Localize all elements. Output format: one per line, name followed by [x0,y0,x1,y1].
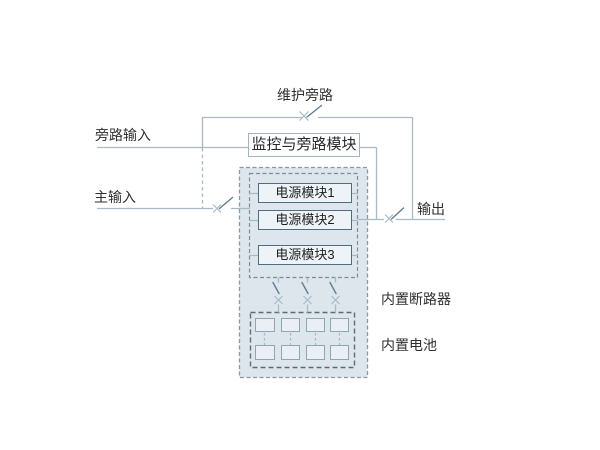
module-stubs-right [352,192,358,257]
main-input-label: 主输入 [94,189,136,205]
maintenance-switch-x-icon [299,111,309,121]
builtin-battery-label: 内置电池 [381,337,437,353]
battery-cell [281,318,300,332]
monitoring-bypass-module-box: 监控与旁路模块 [248,133,360,157]
breaker-1-x-icon [274,295,283,305]
output-switch-blade-icon [390,207,405,220]
power-module-3-box: 电源模块3 [258,245,352,265]
battery-cell [330,345,349,360]
breaker-2-x-icon [303,295,312,305]
breaker-1-blade-icon [272,281,280,295]
breaker-3-blade-icon [329,281,337,295]
output-label: 输出 [417,201,445,217]
maintenance-bypass-label: 维护旁路 [277,87,333,103]
breaker-2-blade-icon [301,281,309,295]
output-switch-x-icon [384,214,394,223]
battery-cell [255,318,275,332]
main-input-switch-x-icon [212,204,222,213]
maintenance-switch-blade-icon [306,104,323,118]
monitor-output-link [360,146,378,220]
main-input-switch-blade-icon [218,196,234,210]
power-module-2-box: 电源模块2 [258,210,352,230]
breaker-3-x-icon [331,295,340,305]
battery-cell [281,345,300,360]
battery-group-box [249,311,356,369]
bypass-input-label: 旁路输入 [95,127,151,143]
builtin-breakers-label: 内置断路器 [381,291,451,307]
battery-links [263,333,341,345]
battery-cell [330,318,349,332]
module-stubs-left [249,192,258,257]
power-modules-group-box [248,172,359,279]
power-module-1-box: 电源模块1 [258,183,352,203]
battery-cell [306,318,325,332]
battery-cell [255,345,275,360]
battery-cell [306,345,325,360]
